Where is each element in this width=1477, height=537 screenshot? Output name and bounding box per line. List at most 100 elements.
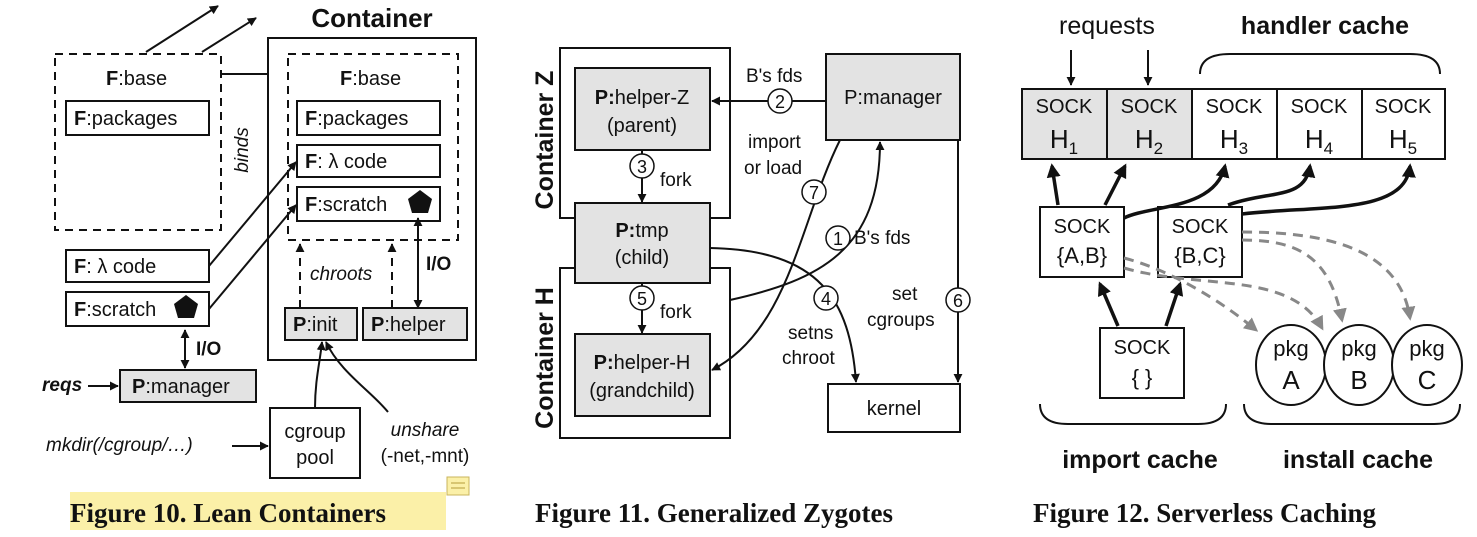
left-base-label: F:base — [106, 68, 167, 90]
figure-12: requests handler cache SOCK SOCK SOCK SO… — [1021, 12, 1463, 528]
sock-label: SOCK — [1036, 96, 1093, 118]
step-4-number: 4 — [821, 289, 831, 309]
unshare-label-1: unshare — [391, 420, 460, 441]
step-7-circle — [801, 179, 827, 205]
init-box — [284, 307, 358, 341]
code-bind-arrow — [208, 161, 297, 267]
import-cache-label: import cache — [1062, 446, 1218, 474]
manager-box — [119, 369, 257, 403]
note-icon[interactable] — [446, 476, 470, 496]
kernel-label: kernel — [867, 398, 921, 420]
empty-to-bc-arrow — [1164, 281, 1184, 327]
sock-bc-label: {B,C} — [1174, 243, 1225, 268]
step-7-arrow — [711, 139, 841, 371]
handler-cache-label: handler cache — [1241, 12, 1409, 40]
setns-label-1: setns — [788, 323, 833, 344]
pkg-a-label: A — [1282, 365, 1300, 395]
tmp-label-1: P:tmp — [615, 220, 668, 242]
right-base-frame — [287, 53, 459, 241]
pkg-c — [1391, 324, 1463, 406]
sock-label: SOCK — [1375, 96, 1432, 118]
step-2-number: 2 — [775, 92, 785, 112]
ab-to-h1-arrow — [1046, 163, 1061, 206]
sock-ab-label: {A,B} — [1057, 243, 1107, 268]
kernel-box — [827, 383, 961, 433]
figure-10: F:base F:packages binds Container F:base… — [42, 3, 477, 530]
figure-11: Container Z Container H P:helper-Z (pare… — [531, 47, 971, 528]
right-scratch-label: F:scratch — [305, 194, 387, 216]
left-scratch-label: F:scratch — [74, 299, 156, 321]
left-code-label: F: λ code — [74, 256, 156, 278]
step-3-circle — [629, 153, 655, 179]
sock-empty-label: { } — [1132, 365, 1153, 390]
right-io-label: I/O — [426, 254, 451, 275]
handler-h2 — [1106, 88, 1193, 160]
step-6-circle — [945, 287, 971, 313]
left-base-out-arrow-2 — [201, 17, 257, 53]
left-io-label: I/O — [196, 339, 221, 360]
right-code-label: F: λ code — [305, 151, 387, 173]
handler-cache-brace — [1199, 53, 1441, 75]
set-cgroups-label-2: cgroups — [867, 310, 935, 331]
h5-label: H5 — [1389, 124, 1417, 158]
right-scratch-pentagon-icon — [408, 190, 432, 213]
sock-ab-title: SOCK — [1054, 216, 1111, 238]
install-cache-label: install cache — [1283, 446, 1433, 474]
cgroup-pool-box — [269, 407, 361, 479]
bc-to-h5-arrow — [1241, 163, 1416, 216]
fork-5-label: fork — [660, 302, 692, 323]
manager-label: P:manager — [844, 87, 942, 109]
sock-label: SOCK — [1206, 96, 1263, 118]
left-base-out-arrow-1 — [145, 5, 219, 53]
bc-to-pkg-c-arrow — [1241, 230, 1416, 321]
left-packages-label: F:packages — [74, 108, 177, 130]
import-label-1: import — [748, 132, 802, 153]
ab-to-h2-arrow — [1103, 163, 1127, 206]
sock-label: SOCK — [1121, 96, 1178, 118]
bc-to-h4-arrow — [1227, 163, 1316, 207]
mkdir-label: mkdir(/cgroup/…) — [46, 435, 193, 456]
pkg-c-label: C — [1418, 365, 1437, 395]
cgroup-pool-label-1: cgroup — [284, 421, 345, 443]
step-2-circle — [767, 88, 793, 114]
step-3-number: 3 — [637, 157, 647, 177]
bfds-mid-label: B's fds — [854, 228, 910, 249]
step-1-circle — [825, 225, 851, 251]
handler-h1 — [1021, 88, 1108, 160]
helper-h-label-2: (grandchild) — [589, 380, 695, 402]
install-cache-brace — [1243, 403, 1461, 425]
handler-h5 — [1361, 88, 1446, 160]
figure-10-caption: Figure 10. Lean Containers — [70, 498, 386, 528]
import-cache-brace — [1039, 403, 1227, 425]
right-base-label: F:base — [340, 68, 401, 90]
right-packages-box — [296, 100, 441, 136]
left-scratch-pentagon-icon — [174, 295, 198, 318]
reqs-label: reqs — [42, 375, 82, 396]
h3-label: H3 — [1220, 124, 1248, 158]
container-z-label: Container Z — [531, 71, 559, 210]
container-title: Container — [311, 3, 432, 33]
sock-bc-box — [1157, 206, 1243, 278]
step-7-number: 7 — [809, 183, 819, 203]
tmp-label-2: (child) — [615, 247, 669, 269]
pkg-b-label: B — [1350, 365, 1367, 395]
binds-label: binds — [232, 127, 253, 173]
scratch-bind-arrow — [208, 204, 297, 310]
h2-label: H2 — [1135, 124, 1163, 158]
left-code-box — [65, 249, 210, 283]
init-label: P:init — [293, 314, 338, 336]
setns-label-2: chroot — [782, 348, 836, 369]
right-packages-label: F:packages — [305, 108, 408, 130]
step-5-number: 5 — [637, 289, 647, 309]
chroots-label: chroots — [310, 264, 373, 285]
bc-to-pkg-b-arrow — [1241, 238, 1347, 323]
step-5-circle — [629, 285, 655, 311]
right-code-box — [296, 144, 441, 178]
figure-11-caption: Figure 11. Generalized Zygotes — [535, 498, 893, 528]
bfds-top-label: B's fds — [746, 66, 802, 87]
left-packages-box — [65, 100, 210, 136]
container-h-label: Container H — [531, 287, 559, 429]
requests-label: requests — [1059, 12, 1155, 40]
helper-h-box — [574, 333, 711, 417]
h4-label: H4 — [1305, 124, 1333, 158]
